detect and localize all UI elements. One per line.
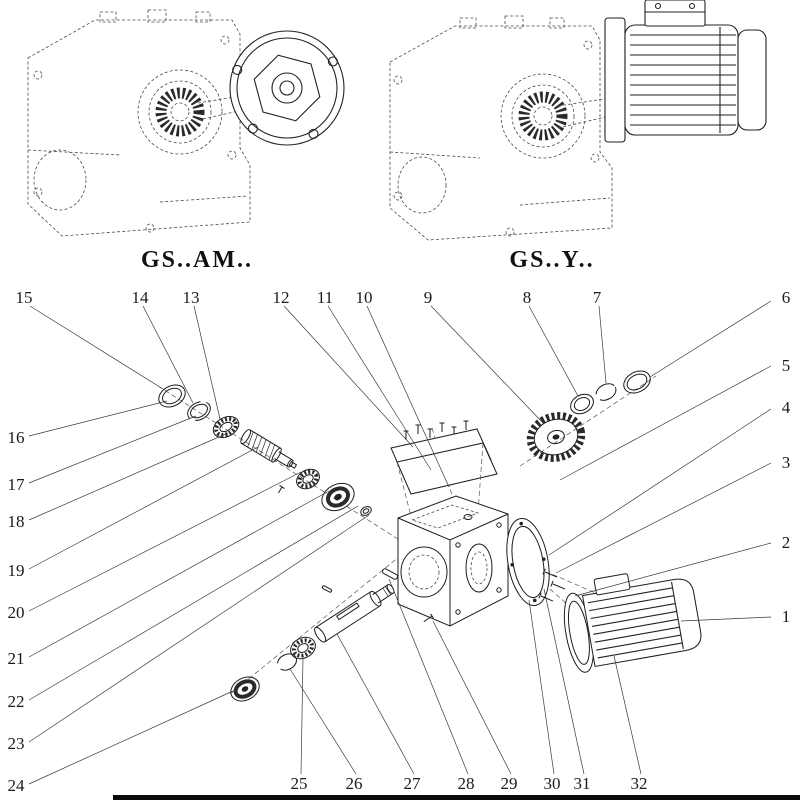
callout-16: 16	[8, 428, 25, 447]
callout-29: 29	[501, 774, 518, 793]
intermediate-bearing	[296, 468, 320, 490]
callout-26: 26	[346, 774, 363, 793]
callout-32: 32	[631, 774, 648, 793]
callout-10: 10	[356, 288, 373, 307]
output-flange	[229, 30, 345, 146]
gearbox-housing	[397, 495, 509, 627]
callout-24: 24	[8, 776, 26, 795]
hex-bolt	[423, 613, 434, 623]
output-washer	[230, 676, 260, 702]
callout-8: 8	[523, 288, 532, 307]
callout-numbers: 15 14 13 12 11 10 9 8 7 6 16 17 18 19 20…	[8, 288, 791, 795]
leader-lines	[28, 300, 772, 785]
input-spline-hatch	[155, 87, 205, 137]
callout-22: 22	[8, 692, 25, 711]
variant-y-label: GS..Y..	[509, 247, 594, 273]
worm-input-shaft	[240, 429, 298, 469]
callout-13: 13	[183, 288, 200, 307]
circlip	[595, 383, 617, 401]
input-spline-hatch	[518, 91, 568, 141]
callout-11: 11	[317, 288, 333, 307]
callout-30: 30	[544, 774, 561, 793]
input-bearing	[212, 415, 240, 439]
callout-25: 25	[291, 774, 308, 793]
output-circlip	[276, 653, 298, 671]
callout-18: 18	[8, 512, 25, 531]
exploded-motor	[563, 573, 702, 673]
callout-2: 2	[782, 533, 791, 552]
callout-7: 7	[593, 288, 602, 307]
gear-disc-washer	[321, 482, 355, 512]
set-screw	[277, 485, 285, 494]
scan-edge-bar	[113, 795, 800, 800]
terminal-box	[644, 0, 706, 27]
callout-12: 12	[273, 288, 290, 307]
dowel-pin	[321, 585, 333, 593]
spacer-ring	[570, 393, 594, 415]
variant-am-label: GS..AM..	[141, 247, 253, 273]
callout-9: 9	[424, 288, 433, 307]
callout-5: 5	[782, 356, 791, 375]
callout-19: 19	[8, 561, 25, 580]
callout-20: 20	[8, 603, 25, 622]
cover-gasket	[396, 442, 498, 495]
shim-ring	[623, 370, 651, 394]
motor-mounting-bolts	[538, 568, 566, 602]
callout-4: 4	[782, 398, 791, 417]
gearbox-variant-y-drawing	[389, 0, 767, 241]
helical-gear	[526, 412, 586, 462]
callout-15: 15	[16, 288, 33, 307]
callout-14: 14	[132, 288, 150, 307]
callout-31: 31	[574, 774, 591, 793]
electric-motor-drawing	[604, 0, 767, 143]
shaft-key	[381, 568, 399, 580]
callout-23: 23	[8, 734, 25, 753]
callout-28: 28	[458, 774, 475, 793]
output-cover	[506, 518, 550, 606]
gearbox-variant-am-drawing	[27, 9, 345, 237]
callout-3: 3	[782, 453, 791, 472]
callout-17: 17	[8, 475, 26, 494]
callout-1: 1	[782, 607, 791, 626]
retaining-ring	[187, 401, 211, 421]
callout-27: 27	[404, 774, 422, 793]
o-ring	[360, 506, 372, 516]
callout-21: 21	[8, 649, 25, 668]
callout-6: 6	[782, 288, 791, 307]
exploded-view	[157, 370, 702, 702]
